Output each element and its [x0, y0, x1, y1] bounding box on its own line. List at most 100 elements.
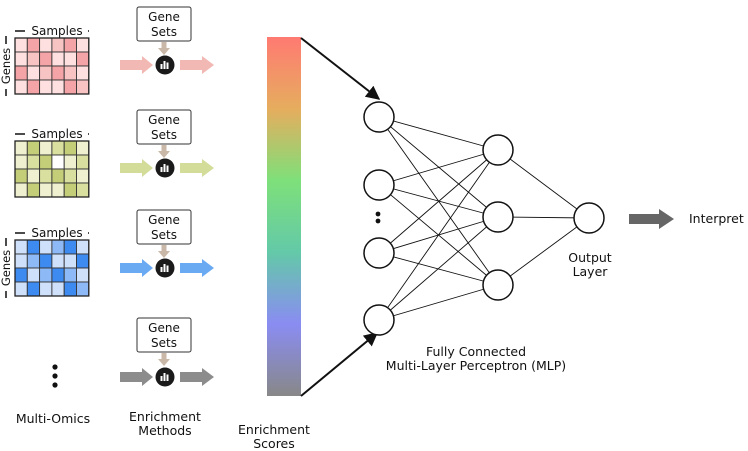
output-arrow [180, 56, 214, 74]
heatmap-cell [51, 51, 65, 67]
connector-arrow [158, 245, 170, 258]
heatmap-frame [14, 140, 90, 198]
heatmap-cell [63, 79, 77, 95]
input-hidden-edge [378, 149, 499, 254]
input-node-2 [363, 169, 395, 201]
connector-arrow [158, 145, 170, 158]
heatmap-cell [14, 79, 28, 95]
heatmap-cell [63, 154, 77, 170]
samples-label: Samples [31, 24, 82, 38]
heatmap-cell [14, 253, 28, 269]
heatmap-cell [39, 168, 53, 184]
heatmap-cell [76, 182, 90, 198]
gene-sets-label-line2: Sets [151, 336, 177, 350]
heatmap-cell [39, 51, 53, 67]
enrichment-score-bar [267, 37, 301, 396]
heatmap-cell [76, 65, 90, 81]
heatmap-cell [63, 168, 77, 184]
gene-sets-box [136, 317, 192, 353]
heatmap-cell [26, 281, 41, 297]
gene-sets-label-line2: Sets [151, 128, 177, 142]
heatmap-cell [51, 79, 65, 95]
input-hidden-edge [378, 216, 499, 321]
gene-sets-box [136, 209, 192, 245]
heatmap-cell [76, 51, 90, 67]
heatmap-cell [51, 168, 65, 184]
heatmap-cell [14, 267, 28, 283]
genes-label: Genes [0, 48, 13, 84]
heatmap-cell [51, 65, 65, 81]
omics-more-ellipsis [52, 364, 58, 388]
heatmap-cell [63, 37, 77, 53]
heatmap-cell [51, 267, 65, 283]
output-layer-label-line2: Layer [573, 264, 609, 279]
input-arrow [120, 159, 153, 177]
heatmap-cell [51, 182, 65, 198]
heatmap-cell [14, 168, 28, 184]
heatmap-cell [39, 154, 53, 170]
heatmap-cell [14, 281, 28, 297]
connector-arrow [158, 42, 170, 55]
enrichment-scores-label-line1: Enrichment [238, 422, 310, 437]
heatmap-cell [39, 37, 53, 53]
heatmap-cell [51, 239, 65, 255]
hidden-node-2 [482, 201, 514, 233]
heatmap-cell [76, 79, 90, 95]
gene-sets-label-line2: Sets [151, 228, 177, 242]
heatmap-cell [76, 267, 90, 283]
heatmap-cell [76, 253, 90, 269]
heatmap-cell [63, 182, 77, 198]
heatmap-cell [63, 239, 77, 255]
heatmap-cell [63, 51, 77, 67]
heatmap-cell [14, 140, 28, 156]
gene-sets-label-line1: Gene [148, 321, 180, 335]
heatmap-cell [14, 182, 28, 198]
heatmap-cell [76, 140, 90, 156]
input-hidden-edge [378, 149, 499, 186]
gene-sets-box [136, 109, 192, 145]
heatmap-cell [76, 37, 90, 53]
heatmap-cell [26, 51, 41, 67]
input-hidden-edge [378, 149, 499, 321]
heatmap-cell [39, 239, 53, 255]
input-node-1 [363, 101, 395, 133]
output-layer-label-line1: Output [568, 250, 612, 265]
output-node-1 [573, 202, 605, 234]
enrichment-methods-label-line1: Enrichment [129, 409, 201, 424]
heatmap-cell [14, 154, 28, 170]
samples-label: Samples [31, 127, 82, 141]
samples-label: Samples [31, 226, 82, 240]
input-hidden-edge [378, 284, 499, 321]
heatmap-cell [76, 239, 90, 255]
interpret-arrow [629, 209, 674, 229]
mlp-connections [378, 116, 590, 321]
gene-sets-label-line2: Sets [151, 25, 177, 39]
heatmap-cell [63, 267, 77, 283]
gene-sets-label-line1: Gene [148, 113, 180, 127]
heatmap-cell [26, 65, 41, 81]
hidden-node-1 [482, 134, 514, 166]
heatmap-cell [51, 37, 65, 53]
heatmap-cell [76, 281, 90, 297]
heatmap-cell [76, 154, 90, 170]
heatmap-cell [26, 182, 41, 198]
genes-label: Genes [0, 250, 13, 286]
enrichment-scores-label-line2: Scores [253, 436, 295, 451]
heatmap-cell [63, 65, 77, 81]
heatmap-cell [39, 253, 53, 269]
heatmap-cell [76, 168, 90, 184]
heatmap-cell [39, 65, 53, 81]
gene-sets-label-line1: Gene [148, 10, 180, 24]
output-arrow [180, 259, 214, 277]
heatmap-cell [26, 79, 41, 95]
heatmap-cell [63, 253, 77, 269]
heatmap-cell [39, 182, 53, 198]
output-arrow [180, 159, 214, 177]
heatmap-cell [51, 140, 65, 156]
heatmap-cell [26, 239, 41, 255]
heatmap-cell [14, 65, 28, 81]
heatmap-cell [39, 281, 53, 297]
omics-blocks: SamplesGenesGeneSetsSamplesGeneSetsSampl… [0, 6, 214, 387]
